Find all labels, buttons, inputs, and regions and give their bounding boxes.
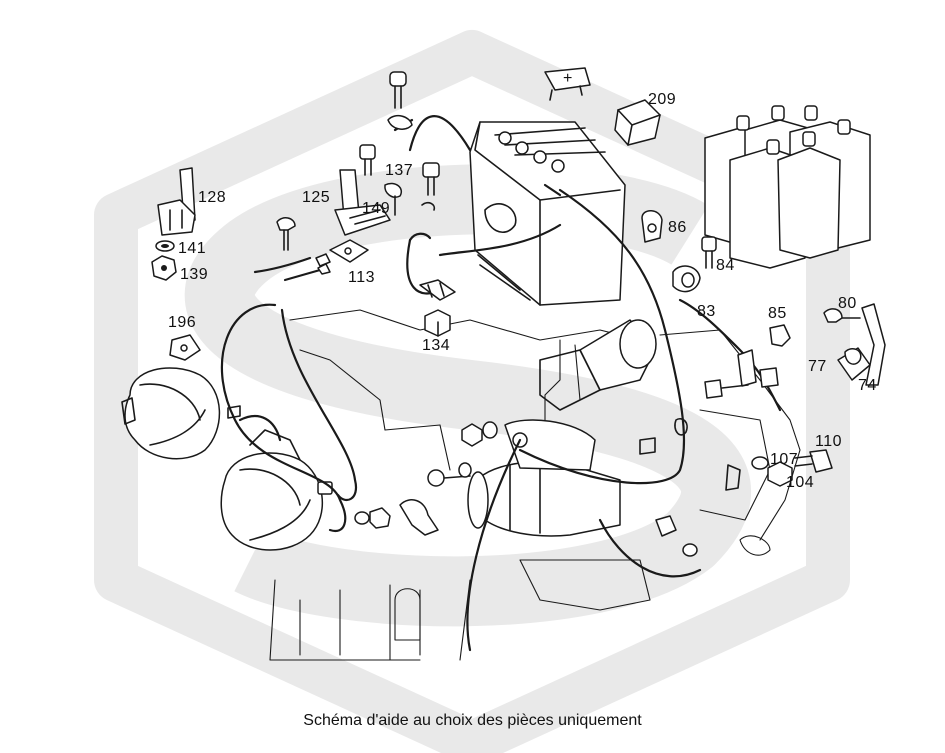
callout-196: 196 xyxy=(168,314,196,331)
callout-209: 209 xyxy=(648,91,676,108)
callout-110: 110 xyxy=(815,433,842,450)
wiring-harness xyxy=(220,115,782,652)
small-parts: + xyxy=(151,67,886,557)
callout-107: 107 xyxy=(770,451,798,468)
callout-137: 137 xyxy=(385,162,413,179)
svg-text:+: + xyxy=(563,70,573,87)
alternator xyxy=(121,367,333,551)
diagram-caption: Schéma d'aide au choix des pièces unique… xyxy=(303,712,642,729)
callout-86: 86 xyxy=(668,219,687,236)
callout-139: 139 xyxy=(180,266,208,283)
callout-80: 80 xyxy=(838,295,857,312)
callout-125: 125 xyxy=(302,189,330,206)
battery xyxy=(469,121,626,306)
starter-motor xyxy=(467,319,657,537)
callout-83: 83 xyxy=(697,303,716,320)
callout-128: 128 xyxy=(198,189,226,206)
callout-104: 104 xyxy=(786,474,814,491)
callout-149: 149 xyxy=(362,200,390,217)
callout-74: 74 xyxy=(858,377,877,394)
callout-134: 134 xyxy=(422,337,450,354)
callout-85: 85 xyxy=(768,305,787,322)
callout-113: 113 xyxy=(348,269,375,286)
callout-labels: 209 128 125 137 149 86 141 139 113 84 83… xyxy=(168,91,877,491)
callout-77: 77 xyxy=(808,358,827,375)
cell-blocks xyxy=(704,105,871,269)
callout-84: 84 xyxy=(716,257,735,274)
callout-141: 141 xyxy=(178,240,206,257)
